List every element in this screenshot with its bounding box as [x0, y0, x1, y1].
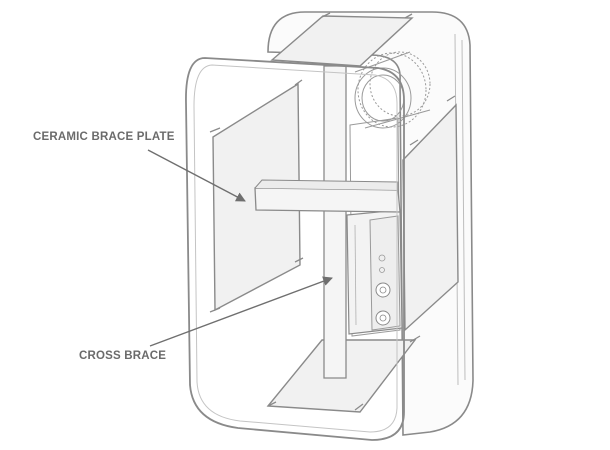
knob-icon [375, 310, 391, 326]
knob-icon [375, 282, 391, 298]
cross-brace-leader [149, 276, 333, 347]
ceramic-brace-plate-leader [147, 149, 246, 202]
top-panel [270, 15, 414, 67]
vertical-post [323, 65, 347, 379]
electronics-board [346, 209, 403, 335]
mounting-tabs [209, 12, 456, 411]
ceramic-brace-plate-label: CERAMIC BRACE PLATE [33, 131, 175, 143]
cross-brace-label: CROSS BRACE [79, 350, 167, 362]
enclosure-front-shell [185, 57, 405, 441]
cross-brace-beam [254, 187, 401, 213]
rear-duct-illustration [354, 51, 431, 129]
enclosure-front-inner-edge [193, 64, 398, 433]
enclosure-back-shell [267, 11, 474, 436]
